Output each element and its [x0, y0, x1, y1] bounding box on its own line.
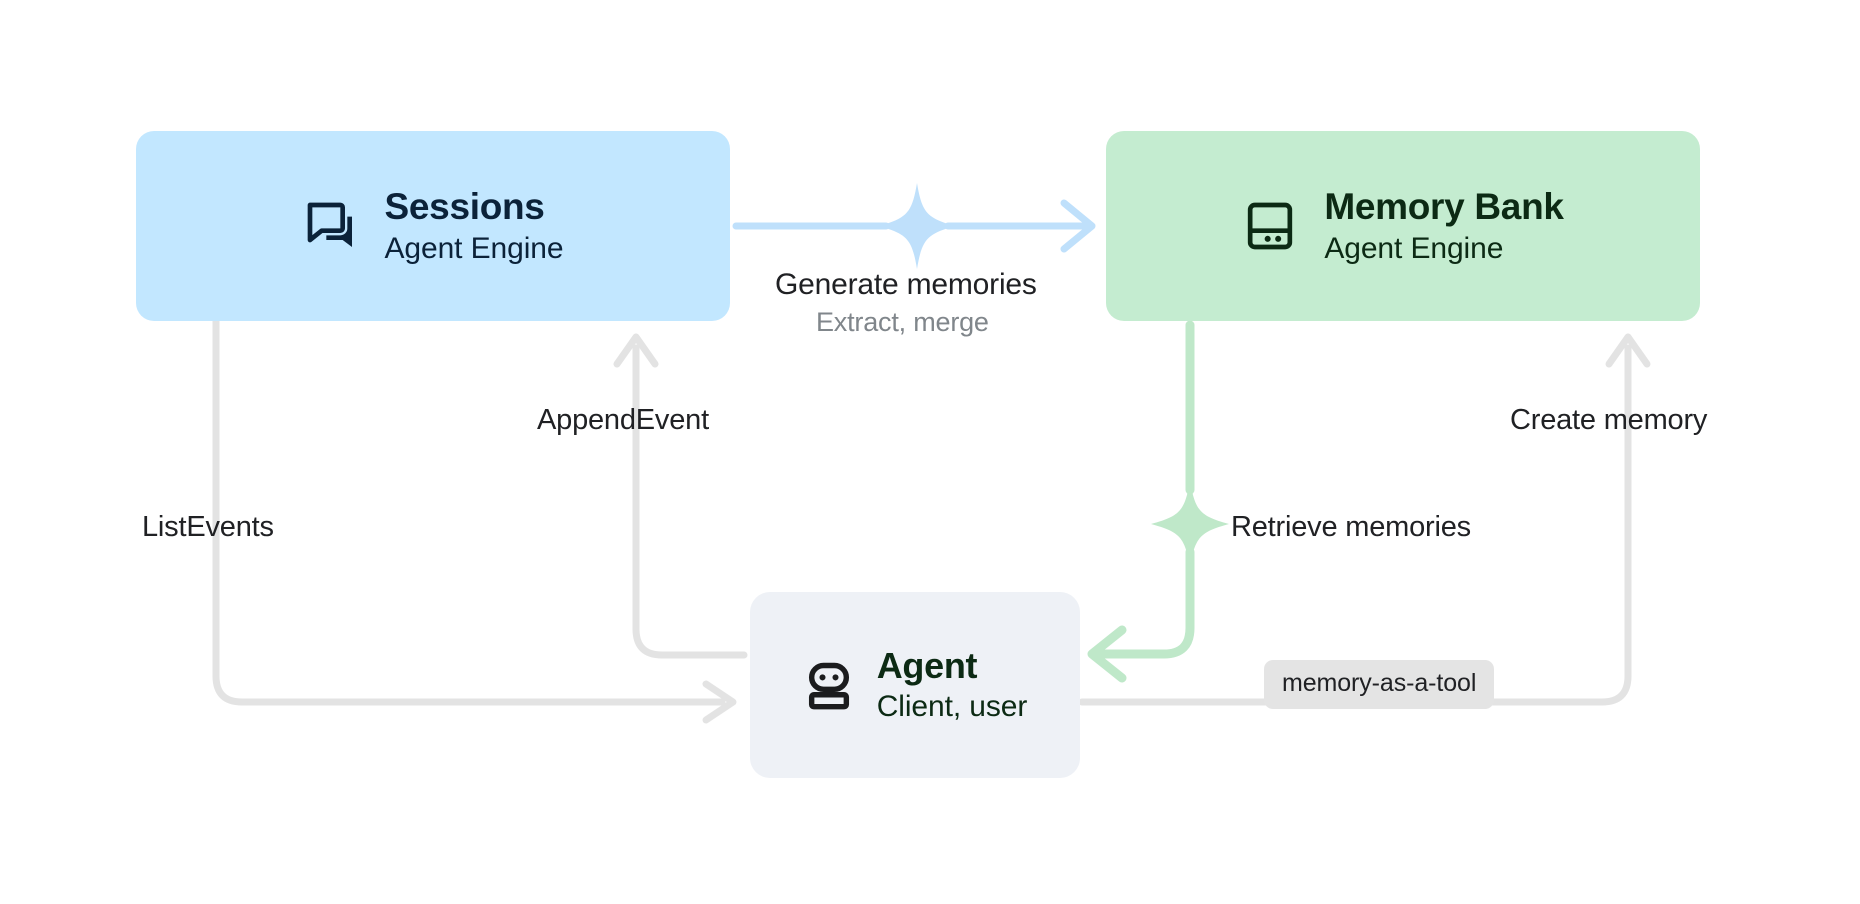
node-agent[interactable]: Agent Client, user	[750, 592, 1080, 778]
edge-label-create-memory: Create memory	[1510, 404, 1708, 436]
node-agent-text: Agent Client, user	[876, 645, 1028, 724]
edge-label-append-event: AppendEvent	[537, 404, 709, 436]
node-sessions-text: Sessions Agent Engine	[385, 186, 564, 265]
node-memory-bank-text: Memory Bank Agent Engine	[1324, 186, 1564, 265]
node-sessions-title: Sessions	[384, 186, 545, 228]
edge-list-events	[212, 317, 737, 724]
edge-label-generate-memories: Generate memories	[775, 268, 1037, 301]
node-memory-bank-subtitle: Agent Engine	[1324, 231, 1504, 265]
edge-append-event	[613, 333, 748, 659]
edge-label-retrieve-memories: Retrieve memories	[1231, 511, 1471, 543]
node-sessions[interactable]: Sessions Agent Engine	[136, 131, 730, 321]
sparkle-icon	[879, 183, 955, 269]
node-memory-bank-title: Memory Bank	[1324, 186, 1564, 228]
node-memory-bank[interactable]: Memory Bank Agent Engine	[1106, 131, 1700, 321]
edge-retrieve-memories	[1087, 320, 1229, 683]
edge-generate-memories	[732, 183, 1096, 269]
robot-icon	[803, 659, 855, 711]
edge-create-memory	[1078, 333, 1651, 706]
badge-memory-as-a-tool: memory-as-a-tool	[1264, 660, 1495, 709]
edge-sublabel-extract-merge: Extract, merge	[816, 307, 989, 337]
edge-label-list-events: ListEvents	[142, 511, 274, 543]
database-icon	[1242, 198, 1298, 254]
forum-icon	[303, 198, 359, 254]
node-sessions-subtitle: Agent Engine	[384, 231, 564, 265]
sparkle-icon	[1151, 480, 1229, 568]
node-agent-title: Agent	[876, 645, 978, 687]
node-agent-subtitle: Client, user	[876, 690, 1028, 724]
